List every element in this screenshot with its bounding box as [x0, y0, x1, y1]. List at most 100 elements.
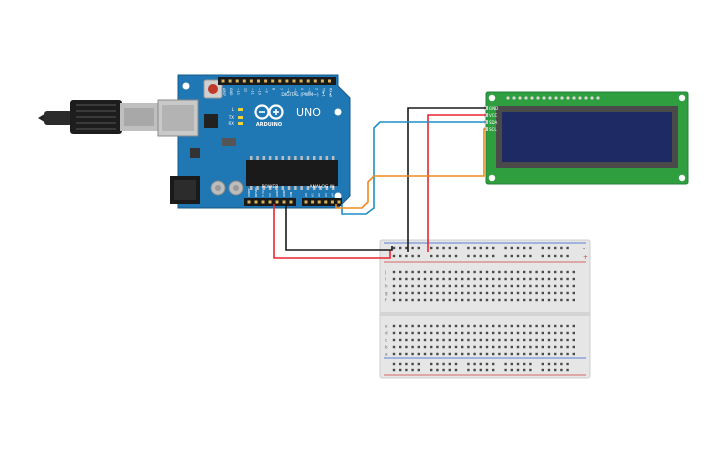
terminal-hole[interactable]: [417, 338, 420, 342]
terminal-hole[interactable]: [541, 331, 544, 335]
terminal-hole[interactable]: [547, 352, 551, 356]
terminal-hole[interactable]: [541, 324, 544, 328]
rail-hole[interactable]: [411, 368, 414, 372]
terminal-hole[interactable]: [405, 324, 408, 328]
terminal-hole[interactable]: [442, 338, 445, 342]
rail-hole[interactable]: [485, 246, 489, 250]
rail-hole[interactable]: [411, 362, 414, 366]
terminal-hole[interactable]: [405, 352, 408, 356]
terminal-hole[interactable]: [485, 270, 489, 274]
rail-hole[interactable]: [516, 254, 520, 258]
rail-hole[interactable]: [399, 254, 402, 258]
terminal-hole[interactable]: [467, 338, 470, 342]
rail-hole[interactable]: [473, 368, 476, 372]
rail-hole[interactable]: [405, 246, 408, 250]
rail-hole[interactable]: [436, 246, 439, 250]
terminal-hole[interactable]: [498, 298, 501, 302]
terminal-hole[interactable]: [392, 324, 396, 328]
terminal-hole[interactable]: [554, 338, 557, 342]
terminal-hole[interactable]: [516, 324, 520, 328]
terminal-hole[interactable]: [430, 270, 433, 274]
terminal-hole[interactable]: [399, 338, 402, 342]
terminal-hole[interactable]: [523, 324, 526, 328]
terminal-hole[interactable]: [504, 324, 507, 328]
terminal-hole[interactable]: [479, 345, 482, 349]
terminal-hole[interactable]: [473, 277, 476, 281]
terminal-hole[interactable]: [405, 291, 408, 295]
terminal-hole[interactable]: [510, 291, 513, 295]
terminal-hole[interactable]: [442, 331, 445, 335]
rail-hole[interactable]: [417, 362, 420, 366]
digital-pin-hole[interactable]: [249, 79, 253, 83]
terminal-hole[interactable]: [461, 284, 464, 288]
terminal-hole[interactable]: [554, 324, 557, 328]
terminal-hole[interactable]: [461, 331, 464, 335]
terminal-hole[interactable]: [448, 291, 451, 295]
terminal-hole[interactable]: [529, 324, 532, 328]
terminal-hole[interactable]: [467, 291, 470, 295]
terminal-hole[interactable]: [399, 324, 402, 328]
terminal-hole[interactable]: [485, 284, 489, 288]
wire-lcd-scl[interactable]: [335, 128, 486, 209]
terminal-hole[interactable]: [467, 284, 470, 288]
terminal-hole[interactable]: [479, 270, 482, 274]
terminal-hole[interactable]: [560, 331, 563, 335]
rail-hole[interactable]: [479, 362, 482, 366]
terminal-hole[interactable]: [467, 324, 470, 328]
terminal-hole[interactable]: [566, 331, 569, 335]
terminal-hole[interactable]: [461, 338, 464, 342]
terminal-hole[interactable]: [529, 352, 532, 356]
terminal-hole[interactable]: [535, 352, 538, 356]
rail-hole[interactable]: [504, 362, 507, 366]
rail-hole[interactable]: [399, 362, 402, 366]
terminal-hole[interactable]: [467, 298, 470, 302]
terminal-hole[interactable]: [399, 298, 402, 302]
terminal-hole[interactable]: [529, 291, 532, 295]
terminal-hole[interactable]: [572, 324, 575, 328]
rail-hole[interactable]: [523, 368, 526, 372]
terminal-hole[interactable]: [436, 338, 439, 342]
rail-hole[interactable]: [566, 254, 569, 258]
terminal-hole[interactable]: [498, 270, 501, 274]
rail-hole[interactable]: [566, 362, 569, 366]
rail-hole[interactable]: [399, 368, 402, 372]
terminal-hole[interactable]: [485, 338, 489, 342]
terminal-hole[interactable]: [479, 331, 482, 335]
terminal-hole[interactable]: [411, 270, 414, 274]
power-pin-hole[interactable]: [268, 200, 272, 204]
terminal-hole[interactable]: [523, 298, 526, 302]
rail-hole[interactable]: [510, 368, 513, 372]
terminal-hole[interactable]: [392, 270, 396, 274]
rail-hole[interactable]: [467, 254, 470, 258]
analog-pin-hole[interactable]: [324, 200, 328, 204]
terminal-hole[interactable]: [442, 345, 445, 349]
terminal-hole[interactable]: [485, 277, 489, 281]
terminal-hole[interactable]: [510, 338, 513, 342]
terminal-hole[interactable]: [473, 324, 476, 328]
terminal-hole[interactable]: [479, 352, 482, 356]
terminal-hole[interactable]: [504, 331, 507, 335]
terminal-hole[interactable]: [485, 324, 489, 328]
terminal-hole[interactable]: [454, 324, 458, 328]
terminal-hole[interactable]: [442, 270, 445, 274]
terminal-hole[interactable]: [411, 291, 414, 295]
terminal-hole[interactable]: [417, 324, 420, 328]
terminal-hole[interactable]: [547, 277, 551, 281]
terminal-hole[interactable]: [516, 291, 520, 295]
rail-hole[interactable]: [529, 368, 532, 372]
terminal-hole[interactable]: [523, 270, 526, 274]
terminal-hole[interactable]: [510, 324, 513, 328]
terminal-hole[interactable]: [535, 277, 538, 281]
terminal-hole[interactable]: [411, 338, 414, 342]
rail-hole[interactable]: [554, 254, 557, 258]
terminal-hole[interactable]: [541, 298, 544, 302]
terminal-hole[interactable]: [504, 291, 507, 295]
terminal-hole[interactable]: [535, 270, 538, 274]
rail-hole[interactable]: [554, 246, 557, 250]
wire-gnd-to-breadboard[interactable]: [285, 204, 393, 251]
terminal-hole[interactable]: [436, 277, 439, 281]
terminal-hole[interactable]: [547, 298, 551, 302]
rail-hole[interactable]: [411, 254, 414, 258]
terminal-hole[interactable]: [566, 291, 569, 295]
terminal-hole[interactable]: [485, 345, 489, 349]
